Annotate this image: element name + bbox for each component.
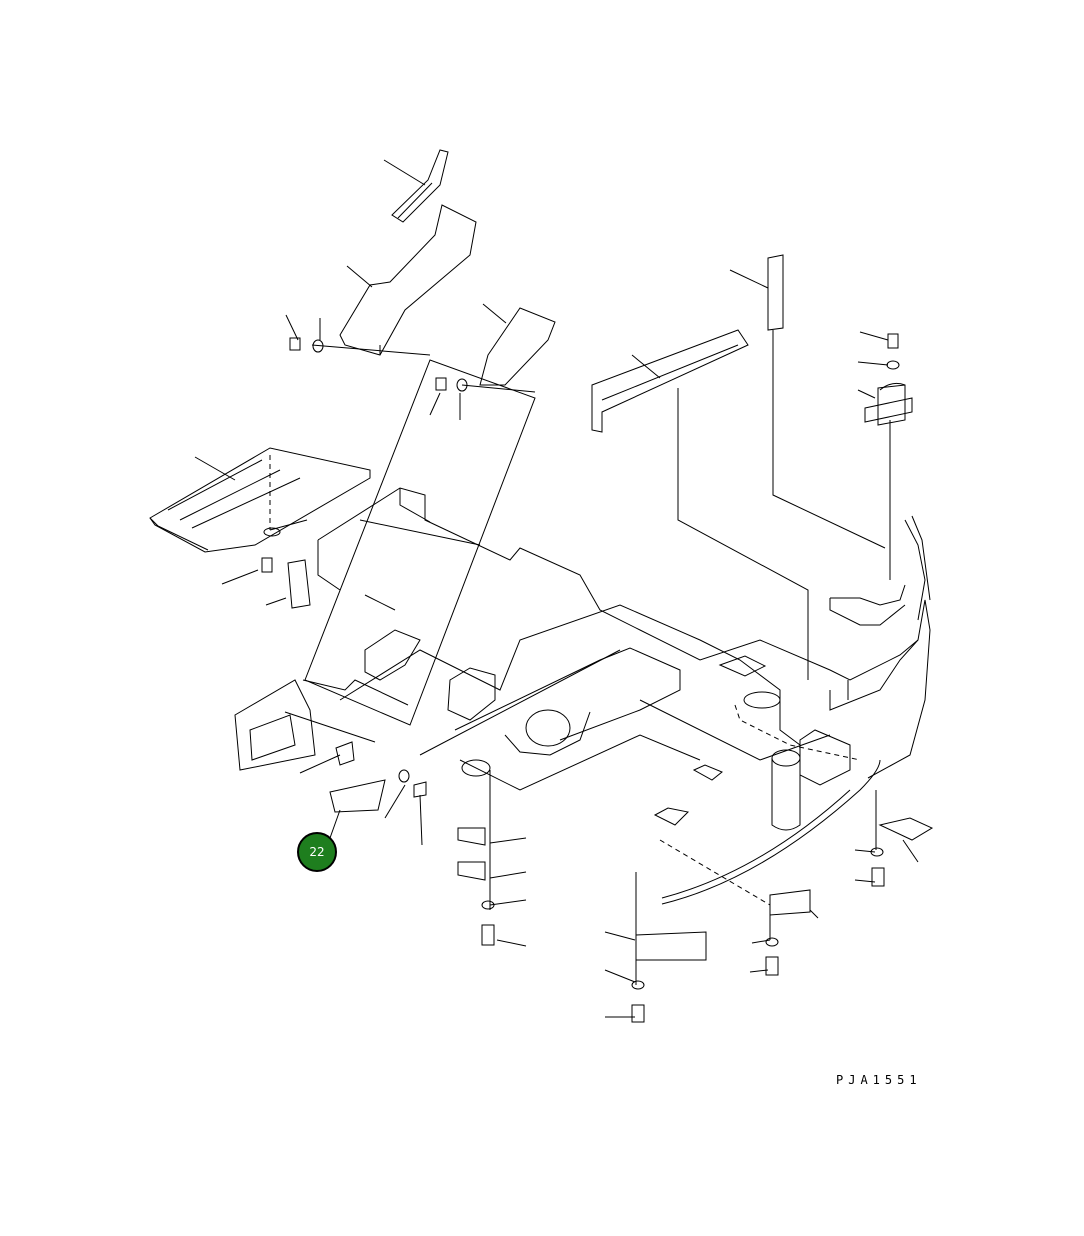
callout-22[interactable]: 22 xyxy=(297,832,337,872)
cover-piece-lower xyxy=(479,307,556,386)
seal-strip xyxy=(391,149,449,223)
front-shroud xyxy=(234,359,536,771)
filter-assembly xyxy=(864,382,913,426)
drawing-code: PJA1551 xyxy=(836,1073,922,1087)
perforated-plate xyxy=(149,447,371,553)
long-bracket xyxy=(591,329,749,433)
revolving-frame xyxy=(269,455,931,906)
leader-lines xyxy=(194,159,919,1018)
vertical-bar xyxy=(767,254,784,331)
bolts xyxy=(261,333,934,1023)
cover-piece-upper xyxy=(339,204,477,356)
